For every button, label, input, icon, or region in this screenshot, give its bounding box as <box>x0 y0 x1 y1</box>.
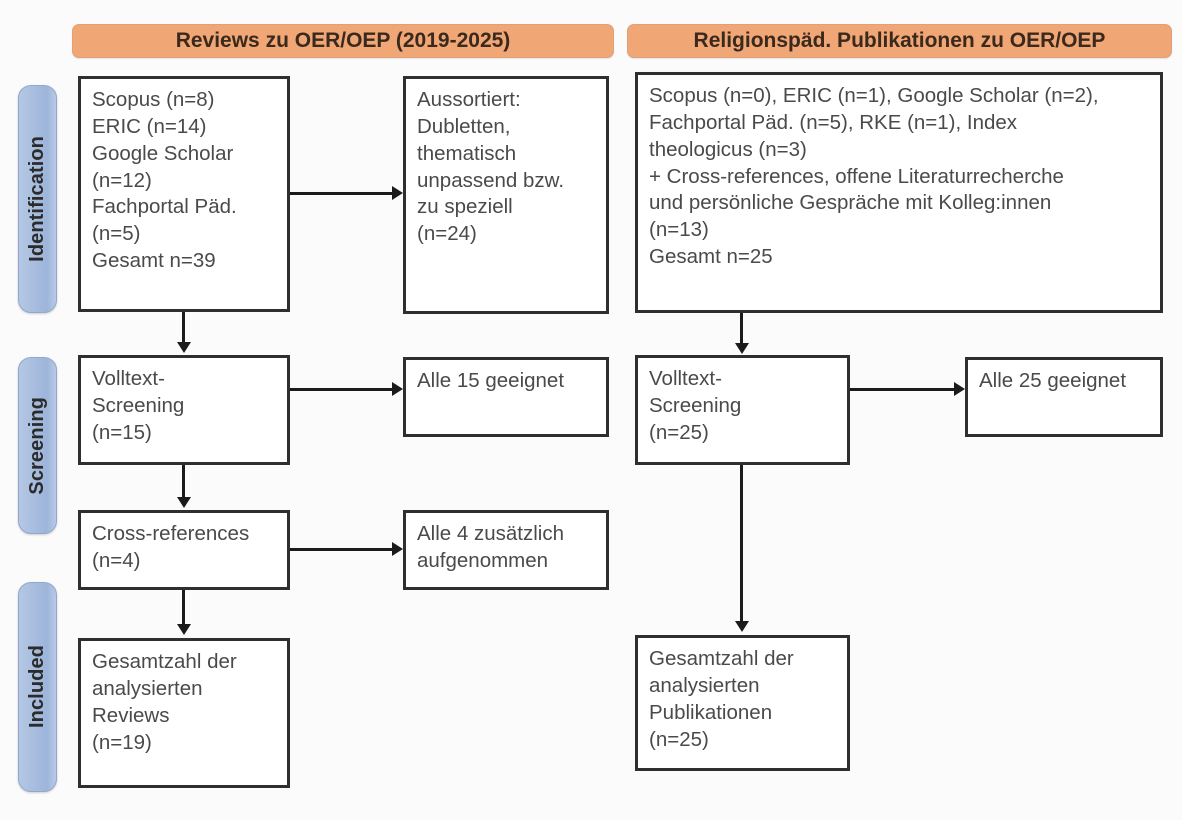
phase-tab-identification-label: Identification <box>26 136 48 262</box>
box-right-included: Gesamtzahl der analysierten Publikatione… <box>635 635 850 771</box>
column-header-right-label: Religionspäd. Publikationen zu OER/OEP <box>693 29 1106 52</box>
box-right-sources-text: Scopus (n=0), ERIC (n=1), Google Scholar… <box>649 84 1099 269</box>
connector-right-sources-to-fulltext <box>740 313 743 345</box>
box-left-excluded: Aussortiert: Dubletten, thematisch unpas… <box>403 76 609 314</box>
connector-left-fulltext-to-crossrefs <box>182 465 185 499</box>
box-right-fulltext: Volltext- Screening (n=25) <box>635 355 850 465</box>
box-left-crossrefs-result: Alle 4 zusätzlich aufgenommen <box>403 510 609 590</box>
column-header-right: Religionspäd. Publikationen zu OER/OEP <box>627 24 1172 58</box>
box-left-crossrefs: Cross-references (n=4) <box>78 510 290 590</box>
box-right-included-text: Gesamtzahl der analysierten Publikatione… <box>649 647 794 751</box>
connector-left-sources-to-excluded <box>290 192 392 195</box>
arrowhead-left-crossrefs-to-result <box>392 542 403 556</box>
box-right-fulltext-text: Volltext- Screening (n=25) <box>649 367 742 444</box>
box-left-included: Gesamtzahl der analysierten Reviews (n=1… <box>78 638 290 788</box>
box-right-fulltext-result: Alle 25 geeignet <box>965 357 1163 437</box>
box-left-fulltext-result-text: Alle 15 geeignet <box>417 369 565 392</box>
arrowhead-left-fulltext-to-crossrefs <box>177 497 191 508</box>
arrowhead-left-fulltext-to-result <box>392 382 403 396</box>
phase-tab-included: Included <box>18 582 57 792</box>
connector-left-crossrefs-to-included <box>182 590 185 626</box>
arrowhead-left-sources-to-fulltext <box>177 342 191 353</box>
box-right-sources: Scopus (n=0), ERIC (n=1), Google Scholar… <box>635 72 1163 313</box>
box-left-fulltext: Volltext- Screening (n=15) <box>78 355 290 465</box>
box-left-fulltext-text: Volltext- Screening (n=15) <box>92 367 185 444</box>
box-right-fulltext-result-text: Alle 25 geeignet <box>979 369 1127 392</box>
box-left-crossrefs-result-text: Alle 4 zusätzlich aufgenommen <box>417 522 564 572</box>
arrowhead-right-fulltext-to-included <box>735 621 749 632</box>
phase-tab-identification: Identification <box>18 85 57 313</box>
column-header-left-label: Reviews zu OER/OEP (2019-2025) <box>175 29 511 52</box>
arrowhead-right-fulltext-to-result <box>954 382 965 396</box>
box-left-excluded-text: Aussortiert: Dubletten, thematisch unpas… <box>417 88 565 246</box>
connector-right-fulltext-to-result <box>850 388 954 391</box>
phase-tab-included-label: Included <box>26 645 48 729</box>
connector-left-sources-to-fulltext <box>182 312 185 344</box>
arrowhead-left-crossrefs-to-included <box>177 624 191 635</box>
box-left-crossrefs-text: Cross-references (n=4) <box>92 522 250 572</box>
box-left-sources: Scopus (n=8) ERIC (n=14) Google Scholar … <box>78 76 290 312</box>
column-header-left: Reviews zu OER/OEP (2019-2025) <box>72 24 614 58</box>
box-left-sources-text: Scopus (n=8) ERIC (n=14) Google Scholar … <box>92 88 237 273</box>
box-left-fulltext-result: Alle 15 geeignet <box>403 357 609 437</box>
connector-left-fulltext-to-result <box>290 388 392 391</box>
arrowhead-left-sources-to-excluded <box>392 186 403 200</box>
phase-tab-screening: Screening <box>18 357 57 534</box>
arrowhead-right-sources-to-fulltext <box>735 343 749 354</box>
box-left-included-text: Gesamtzahl der analysierten Reviews (n=1… <box>92 650 237 754</box>
connector-left-crossrefs-to-result <box>290 548 392 551</box>
connector-right-fulltext-to-included <box>740 465 743 623</box>
phase-tab-screening-label: Screening <box>26 396 48 495</box>
